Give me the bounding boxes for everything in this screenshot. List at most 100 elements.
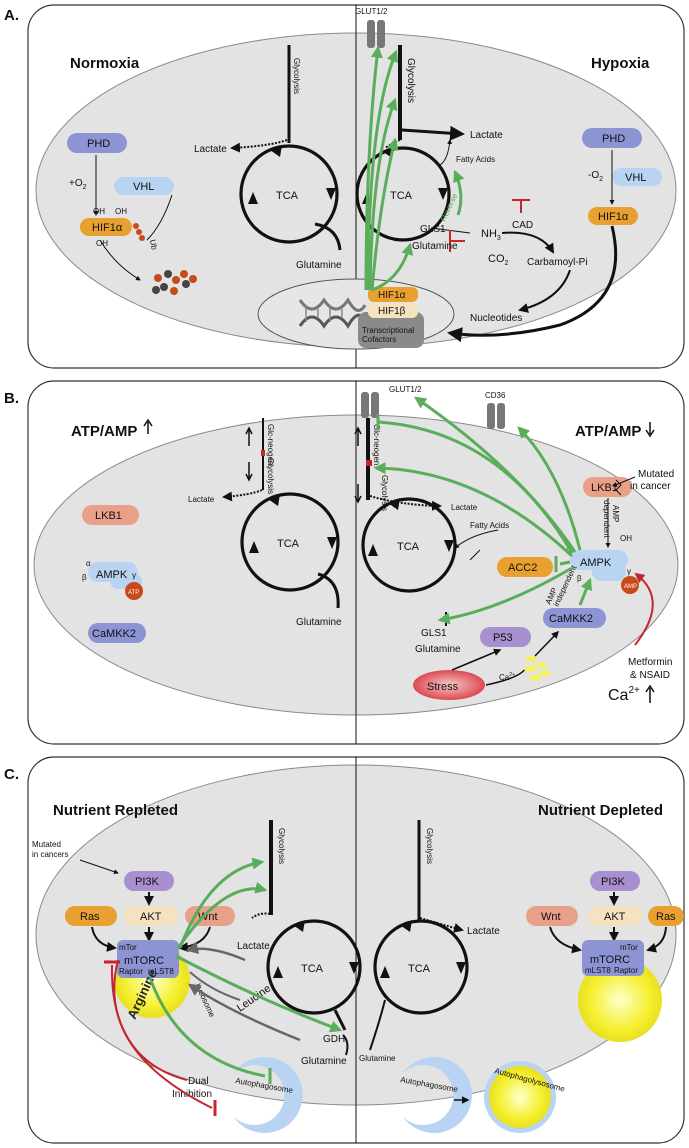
svg-text:mTor: mTor (620, 943, 638, 952)
svg-text:Glycolysis: Glycolysis (266, 458, 275, 494)
gls1-label: GLS1 (420, 224, 446, 235)
phd-label: PHD (87, 138, 110, 150)
svg-text:Glycolysis: Glycolysis (380, 475, 389, 511)
svg-text:Transcriptional: Transcriptional (362, 326, 414, 335)
stress-blob (413, 670, 485, 700)
tca-cycle-left (239, 144, 339, 244)
ampk-complex-right: AMP AMPK α β γ OH (566, 534, 639, 594)
svg-text:AKT: AKT (140, 911, 162, 923)
lysosome-right (578, 958, 662, 1042)
svg-text:Ca2+: Ca2+ (499, 672, 515, 682)
mtorc-complex (117, 940, 179, 978)
svg-text:Glc-neogen.: Glc-neogen. (266, 424, 275, 468)
svg-text:γ: γ (132, 571, 136, 580)
glut-label: GLUT1/2 (355, 7, 388, 16)
hif-pill-hypoxia (588, 207, 638, 225)
svg-text:AMP: AMP (611, 505, 620, 522)
svg-text:ATP: ATP (128, 590, 139, 596)
glut-label-b: GLUT1/2 (389, 385, 422, 394)
glut-transporter-b (361, 392, 369, 418)
cad-label: CAD (512, 220, 533, 231)
atp-amp-left-title: ATP/AMP (71, 423, 137, 440)
mutation-zigzag-icon (615, 479, 622, 496)
autophagosome-right (403, 1057, 472, 1133)
metformin-label: Metformin& NSAID (628, 657, 672, 681)
svg-text:Glutamine: Glutamine (415, 644, 461, 655)
svg-text:Lactate: Lactate (451, 503, 478, 512)
svg-text:TCA: TCA (277, 538, 300, 550)
svg-text:Raptor: Raptor (614, 966, 638, 975)
svg-text:Lactate: Lactate (194, 144, 227, 155)
hypoxia-title: Hypoxia (591, 55, 650, 72)
akt-pill-depleted (588, 906, 642, 926)
svg-text:LKB1: LKB1 (591, 482, 618, 494)
svg-text:TCA: TCA (397, 541, 420, 553)
degraded-fragments (152, 270, 197, 295)
svg-text:TCA: TCA (408, 963, 431, 975)
panel-c: C. Nutrient Repleted Nutrient Depleted M… (4, 756, 685, 1144)
svg-text:OH: OH (115, 207, 127, 216)
svg-text:Glycolysis: Glycolysis (425, 828, 434, 864)
svg-text:CaMKK2: CaMKK2 (549, 613, 593, 625)
camkk2-pill-left (88, 623, 146, 643)
camkk2-pill-right (543, 608, 606, 628)
o2-label: +O2 (69, 178, 87, 191)
vhl-pill (114, 177, 174, 195)
nutrient-repleted-title: Nutrient Repleted (53, 802, 178, 819)
svg-text:Wnt: Wnt (541, 911, 561, 923)
svg-text:Fatty Acids: Fatty Acids (456, 155, 495, 164)
svg-text:P53: P53 (493, 632, 513, 644)
svg-text:mTor: mTor (119, 943, 137, 952)
vhl-pill-hypoxia (612, 168, 662, 186)
svg-text:Glutamine: Glutamine (301, 1056, 347, 1067)
panel-b-letter: B. (4, 390, 19, 407)
svg-text:TCA: TCA (301, 963, 324, 975)
svg-text:TCA: TCA (276, 190, 299, 202)
calcium-up-label: Ca2+ (608, 685, 640, 704)
svg-text:Glutamine: Glutamine (412, 241, 458, 252)
svg-text:AMPK: AMPK (96, 569, 128, 581)
svg-text:Lactate: Lactate (237, 941, 270, 952)
svg-text:Glutamine: Glutamine (296, 617, 342, 628)
svg-text:Cofactors: Cofactors (362, 335, 396, 344)
svg-text:Raptor: Raptor (119, 967, 143, 976)
svg-text:HIF1α: HIF1α (598, 211, 629, 223)
svg-text:PHD: PHD (602, 133, 625, 145)
ras-pill-depleted (648, 906, 684, 926)
tca-cycle-right (355, 146, 451, 242)
wnt-pill-depleted (526, 906, 578, 926)
svg-text:Ras: Ras (656, 911, 676, 923)
normoxia-title: Normoxia (70, 55, 140, 72)
svg-text:OH: OH (93, 207, 105, 216)
nutrient-depleted-title: Nutrient Depleted (538, 802, 663, 819)
svg-text:mTORC: mTORC (590, 954, 630, 966)
svg-text:Ub: Ub (148, 239, 159, 251)
svg-text:Stress: Stress (427, 681, 459, 693)
ras-pill (65, 906, 117, 926)
svg-text:mTORC: mTORC (124, 955, 164, 967)
svg-text:TCA: TCA (390, 190, 413, 202)
p53-pill (480, 627, 531, 647)
glut-transporter (367, 20, 375, 48)
svg-text:dependent: dependent (602, 500, 611, 539)
svg-text:α: α (566, 546, 571, 555)
svg-text:mLST8: mLST8 (585, 966, 611, 975)
svg-text:Ras: Ras (80, 911, 100, 923)
svg-text:HIF1α: HIF1α (378, 290, 406, 301)
svg-text:γ: γ (627, 567, 631, 576)
svg-text:Lactate: Lactate (188, 495, 215, 504)
phd-pill (67, 133, 127, 153)
svg-text:PI3K: PI3K (135, 876, 160, 888)
svg-text:AKT: AKT (604, 911, 626, 923)
svg-text:GDH: GDH (323, 1034, 345, 1045)
svg-text:β: β (82, 573, 87, 582)
svg-text:Lactate: Lactate (470, 130, 503, 141)
dna-helix-icon (298, 297, 367, 329)
phd-pill-hypoxia (582, 128, 642, 148)
svg-text:mLST8: mLST8 (148, 967, 174, 976)
svg-text:CaMKK2: CaMKK2 (92, 628, 136, 640)
cofactor-box (358, 312, 424, 348)
co2-label: CO2 (488, 253, 509, 267)
svg-text:Glutamine: Glutamine (296, 260, 342, 271)
